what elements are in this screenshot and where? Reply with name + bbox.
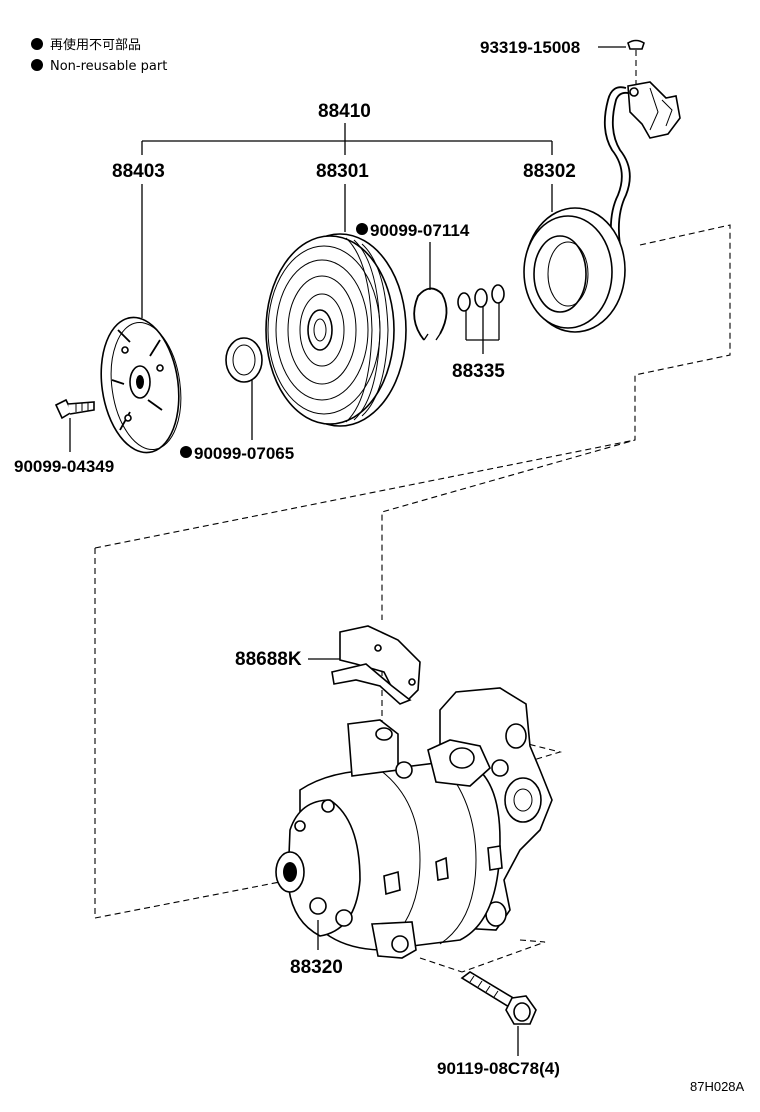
snap-ring-90099-07114: 90099-07114 — [356, 221, 470, 341]
coil-wire-harness — [603, 81, 681, 246]
label-88403: 88403 — [112, 161, 165, 182]
legend-japanese: 再使用不可部品 — [50, 37, 141, 53]
screw-93319: 93319-15008 — [480, 38, 645, 90]
label-90099-04349: 90099-04349 — [14, 457, 114, 476]
legend: 再使用不可部品 Non-reusable part — [31, 37, 167, 74]
legend-english: Non-reusable part — [50, 59, 167, 74]
diagram-code: 87H028A — [690, 1079, 745, 1094]
label-88335: 88335 — [452, 361, 505, 382]
alignment-dashed-lines — [94, 224, 731, 973]
bracket-88688K: 88688K — [235, 625, 421, 705]
field-coil-88302: 88302 — [523, 161, 626, 333]
label-90099-07065: 90099-07065 — [194, 444, 294, 463]
label-88320: 88320 — [290, 957, 343, 978]
shim-90099-07065: 90099-07065 — [180, 337, 294, 463]
clutch-hub-88403: 88403 — [100, 161, 182, 454]
non-reusable-bullet-icon — [180, 446, 192, 458]
label-88302: 88302 — [523, 161, 576, 182]
label-88688K: 88688K — [235, 649, 302, 670]
non-reusable-bullet-icon — [31, 38, 43, 50]
label-88301: 88301 — [316, 161, 369, 182]
assembly-88410: 88410 — [141, 101, 553, 155]
bolt-90119-08C78: 90119-08C78(4) — [437, 971, 560, 1078]
label-88410: 88410 — [318, 101, 371, 122]
non-reusable-bullet-icon — [31, 59, 43, 71]
shims-88335: 88335 — [452, 284, 505, 382]
compressor-88320: 88320 — [275, 687, 553, 978]
label-90119-08C78: 90119-08C78(4) — [437, 1059, 560, 1078]
bolt-90099-04349: 90099-04349 — [14, 398, 114, 476]
label-93319: 93319-15008 — [480, 38, 580, 57]
pulley-88301: 88301 — [265, 161, 407, 427]
label-90099-07114: 90099-07114 — [370, 221, 470, 240]
non-reusable-bullet-icon — [356, 223, 368, 235]
